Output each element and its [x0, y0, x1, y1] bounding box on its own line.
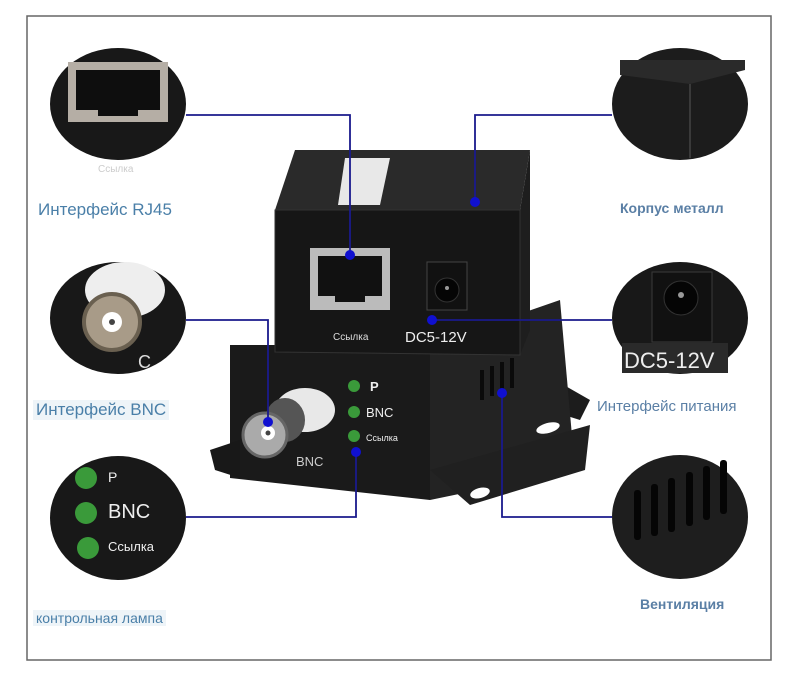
upper-unit: Ссылка DC5-12V: [274, 150, 530, 356]
zoom-bnc-text: C: [138, 352, 151, 372]
led-p-label: P: [370, 379, 379, 394]
led-link-label: Ссылка: [366, 433, 398, 443]
label-rj45: Интерфейс RJ45: [38, 200, 172, 219]
bnc-port-label: BNC: [296, 454, 323, 469]
zoom-vent: [612, 455, 748, 579]
bnc-connector: [241, 388, 335, 459]
label-metal: Корпус металл: [620, 200, 724, 216]
zoom-bnc: C: [50, 262, 186, 374]
sticker: [338, 158, 390, 205]
zoom-led-bnc-text: BNC: [108, 501, 150, 523]
zoom-led-p-text: P: [108, 469, 117, 485]
zoom-leds: P BNC Ссылка: [50, 456, 186, 580]
vent-slots: [480, 358, 514, 400]
zoom-led-link-text: Ссылка: [108, 539, 155, 554]
zoom-power: DC5-12V: [612, 262, 748, 374]
lower-unit: BNC P BNC Ссылка: [210, 300, 590, 505]
led-link: [348, 430, 360, 442]
label-power: Интерфейс питания: [597, 398, 737, 415]
callout-dots: [263, 197, 507, 457]
frame-border: [26, 15, 772, 661]
zoom-power-text: DC5-12V: [624, 348, 715, 373]
zoom-rj45-link-text: Ссылка: [98, 164, 134, 175]
led-bnc-label: BNC: [366, 405, 393, 420]
label-vent: Вентиляция: [640, 596, 725, 612]
label-lamp: контрольная лампа: [33, 610, 166, 626]
power-spec-label: DC5-12V: [405, 329, 467, 346]
label-bnc: Интерфейс BNC: [33, 400, 170, 420]
zoom-rj45: Ссылка: [50, 48, 186, 175]
zoom-metal: [612, 48, 748, 160]
rj45-port-label: Ссылка: [333, 332, 369, 343]
leader-lines: [186, 114, 612, 518]
led-p: [348, 380, 360, 392]
led-bnc: [348, 406, 360, 418]
